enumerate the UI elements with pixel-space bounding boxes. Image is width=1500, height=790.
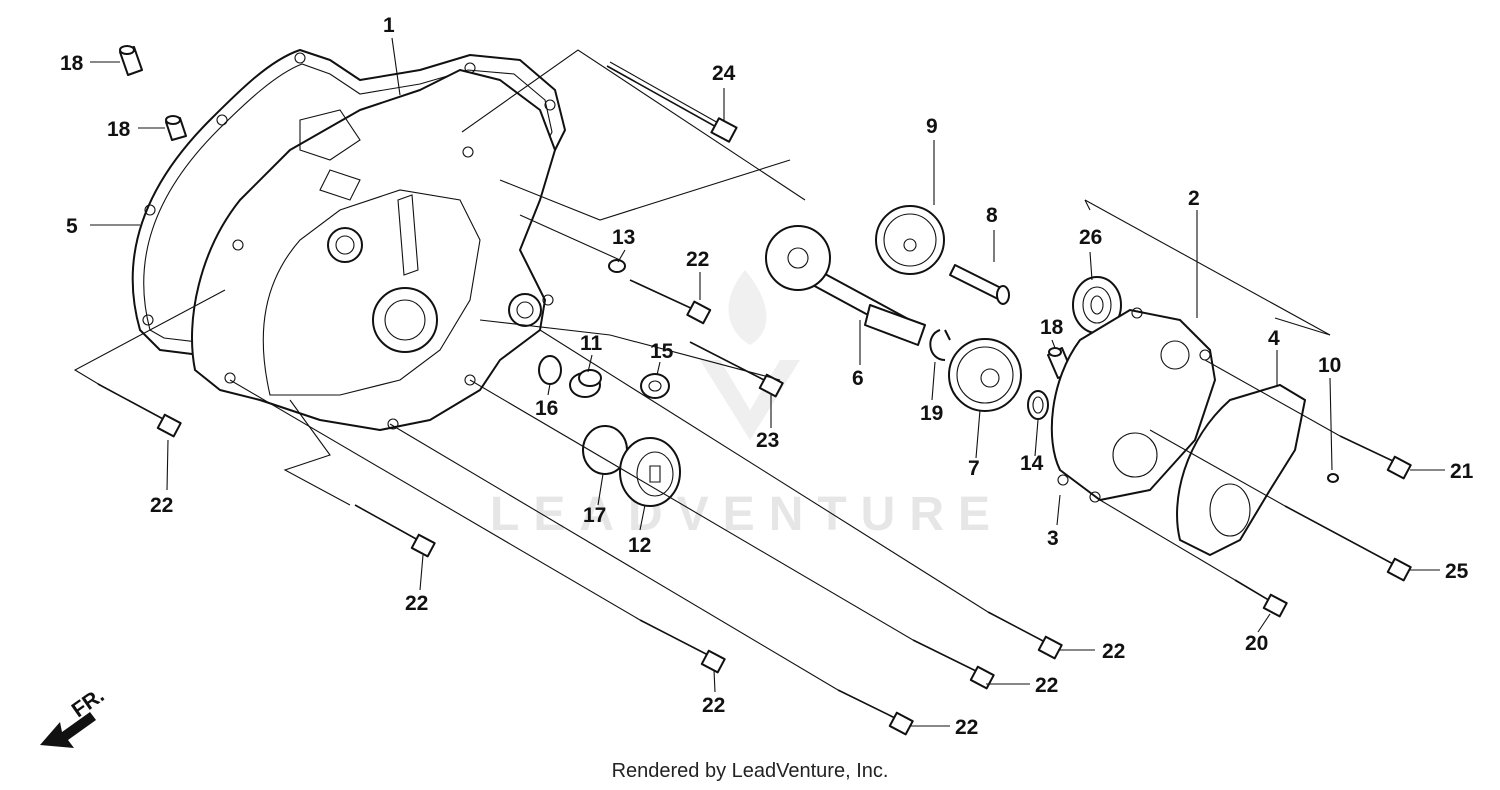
shaft-gear-6 bbox=[765, 225, 926, 346]
bolt-21 bbox=[1339, 435, 1412, 480]
callout-4: 4 bbox=[1268, 327, 1280, 350]
callout-1: 1 bbox=[383, 14, 395, 37]
callout-5: 5 bbox=[66, 215, 78, 238]
cap-12 bbox=[619, 437, 681, 507]
bolt-22d bbox=[639, 619, 726, 674]
bolt-22f bbox=[912, 639, 995, 690]
callout-12: 12 bbox=[628, 534, 651, 557]
o-ring-16 bbox=[538, 355, 562, 385]
callout-22g: 22 bbox=[1102, 640, 1125, 663]
callout-18a: 18 bbox=[60, 52, 84, 75]
callout-22a: 22 bbox=[150, 494, 173, 517]
bolt-20 bbox=[1234, 579, 1288, 618]
circlip-19 bbox=[929, 329, 951, 361]
callout-15: 15 bbox=[650, 340, 674, 363]
callout-18b: 18 bbox=[107, 118, 131, 141]
plug-11 bbox=[569, 369, 602, 398]
callout-11: 11 bbox=[580, 332, 603, 355]
bolt-22e bbox=[837, 689, 914, 736]
callout-22b: 22 bbox=[686, 248, 709, 271]
callout-25: 25 bbox=[1445, 560, 1469, 583]
credit-line: Rendered by LeadVenture, Inc. bbox=[611, 760, 889, 782]
callout-3: 3 bbox=[1047, 527, 1059, 550]
callout-2: 2 bbox=[1188, 187, 1200, 210]
bolt-22c bbox=[354, 504, 436, 558]
front-arrow-icon: FR. bbox=[40, 684, 109, 748]
callout-26: 26 bbox=[1079, 226, 1102, 249]
callout-22e: 22 bbox=[955, 716, 978, 739]
leader-lines bbox=[73, 37, 1445, 727]
bolt-25 bbox=[1284, 505, 1412, 582]
crankcase-cover-1 bbox=[191, 69, 556, 431]
callout-22c: 22 bbox=[405, 592, 428, 615]
watermark: LEADVENTURE bbox=[490, 270, 1004, 541]
watermark-text: LEADVENTURE bbox=[490, 488, 1004, 541]
callout-7: 7 bbox=[968, 457, 980, 480]
gear-9 bbox=[875, 205, 945, 275]
dowel-pin-18b bbox=[165, 115, 187, 141]
callout-18c: 18 bbox=[1040, 316, 1064, 339]
callout-22f: 22 bbox=[1035, 674, 1058, 697]
pin-8 bbox=[949, 264, 1010, 305]
callout-6: 6 bbox=[852, 367, 864, 390]
callout-21: 21 bbox=[1450, 460, 1474, 483]
bearing-26 bbox=[1072, 276, 1122, 334]
bolt-22a bbox=[629, 279, 712, 325]
gear-cover-3 bbox=[1050, 309, 1216, 501]
callout-10: 10 bbox=[1318, 354, 1341, 377]
plate-4 bbox=[1176, 384, 1306, 556]
bolt-22g bbox=[987, 611, 1063, 660]
callout-20: 20 bbox=[1245, 632, 1268, 655]
front-indicator: FR. bbox=[68, 684, 109, 722]
gear-7 bbox=[948, 338, 1022, 412]
callout-24: 24 bbox=[712, 62, 736, 85]
callout-23: 23 bbox=[756, 429, 779, 452]
callout-17: 17 bbox=[583, 504, 606, 527]
bolt-23 bbox=[689, 341, 784, 398]
cover-bore bbox=[372, 287, 438, 353]
washer-13 bbox=[608, 259, 626, 273]
callout-19: 19 bbox=[920, 402, 943, 425]
washer-10 bbox=[1327, 473, 1339, 483]
callout-22d: 22 bbox=[702, 694, 725, 717]
dowel-pin-18a bbox=[119, 45, 143, 76]
bolt-22b bbox=[97, 383, 182, 438]
bolt-24 bbox=[606, 61, 738, 143]
callout-8: 8 bbox=[986, 204, 998, 227]
callout-13: 13 bbox=[612, 226, 635, 249]
callout-labels: 1 2 3 4 5 6 7 8 9 10 11 12 13 14 15 16 1… bbox=[60, 14, 1474, 739]
callout-9: 9 bbox=[926, 115, 938, 138]
washer-14 bbox=[1027, 390, 1049, 420]
callout-14: 14 bbox=[1020, 452, 1044, 475]
callout-16: 16 bbox=[535, 397, 558, 420]
seal-15 bbox=[640, 373, 670, 399]
